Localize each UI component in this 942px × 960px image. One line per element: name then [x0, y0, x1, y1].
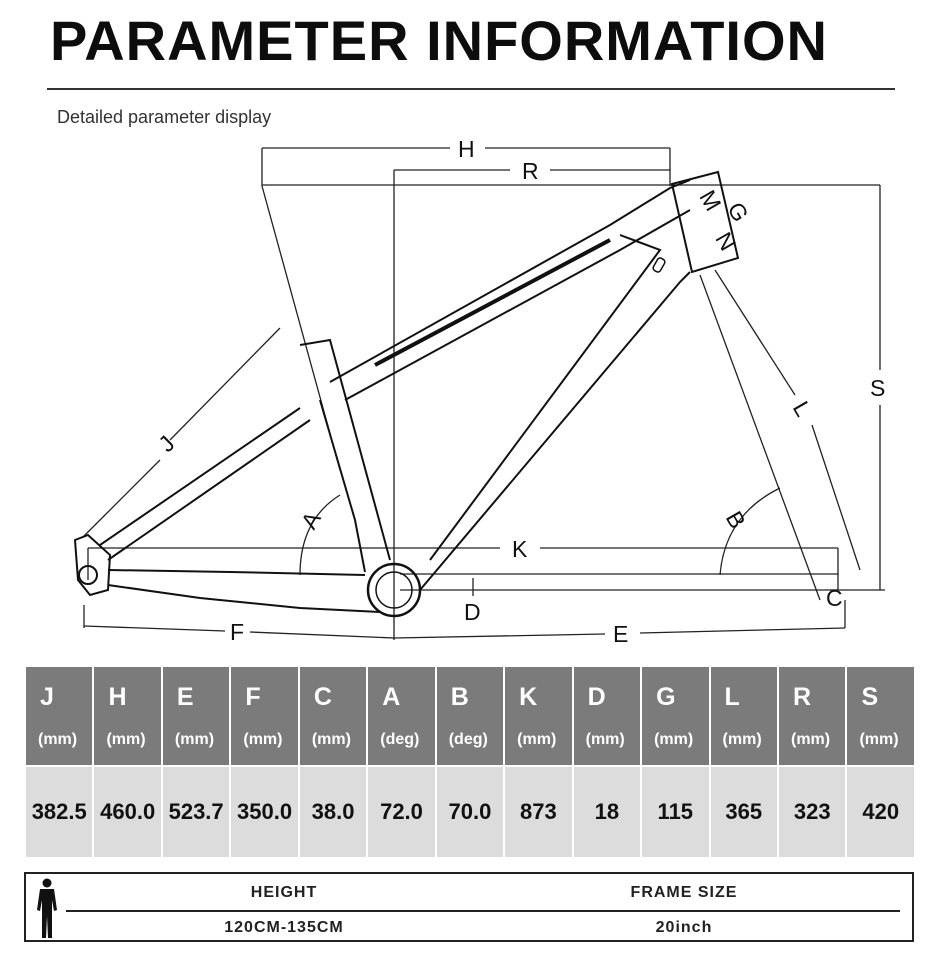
- size-divider: [66, 910, 900, 912]
- param-value-k: 873: [505, 767, 572, 857]
- param-unit: (mm): [722, 731, 762, 748]
- param-value-b: 70.0: [436, 767, 504, 857]
- dim-label-e: E: [613, 621, 628, 647]
- param-value-a: 72.0: [368, 767, 435, 857]
- parameter-value-row: 382.5 460.0 523.7 350.0 38.0 72.0 70.0 8…: [26, 767, 914, 857]
- param-header-l: L (mm): [710, 667, 777, 765]
- param-letter: K: [519, 683, 538, 711]
- param-header-c: C (mm): [299, 667, 367, 765]
- dim-label-s: S: [870, 375, 885, 401]
- param-letter: E: [176, 683, 194, 711]
- param-unit: (mm): [790, 731, 831, 748]
- param-header-a: A (deg): [368, 667, 435, 765]
- param-header-e: E (mm): [162, 667, 230, 765]
- param-value-h: 460.0: [94, 767, 161, 857]
- param-unit: (mm): [654, 731, 694, 748]
- parameter-header-row: J (mm) H (mm) E (mm) F (mm) C (mm) A (deg) B (d…: [26, 667, 914, 765]
- param-header-k: K (mm): [505, 667, 572, 765]
- param-letter: S: [861, 683, 879, 711]
- param-unit: (mm): [174, 731, 215, 748]
- dim-label-b: B: [721, 507, 751, 533]
- param-value-f: 350.0: [231, 767, 298, 857]
- param-unit: (mm): [106, 731, 146, 748]
- title-divider: [47, 88, 895, 90]
- param-letter: A: [382, 683, 401, 711]
- dim-label-h: H: [458, 136, 475, 162]
- param-letter: L: [724, 683, 740, 711]
- param-value-c: 38.0: [299, 767, 367, 857]
- height-header: HEIGHT: [250, 884, 318, 901]
- param-header-r: R (mm): [778, 667, 846, 765]
- page-subtitle: Detailed parameter display: [57, 107, 272, 127]
- param-unit: (deg): [448, 731, 488, 748]
- param-unit: (mm): [311, 731, 351, 748]
- param-unit: (mm): [859, 731, 899, 748]
- param-value-e: 523.7: [162, 767, 230, 857]
- param-header-d: D (mm): [573, 667, 641, 765]
- dim-label-g: G: [722, 198, 753, 226]
- param-letter: R: [792, 683, 812, 711]
- param-unit: (mm): [517, 731, 557, 748]
- page-title: PARAMETER INFORMATION: [50, 9, 828, 72]
- param-value-l: 365: [710, 767, 777, 857]
- param-header-f: F (mm): [231, 667, 298, 765]
- param-letter: D: [587, 683, 606, 711]
- param-value-j: 382.5: [26, 767, 93, 857]
- param-letter: C: [313, 683, 332, 711]
- frame-size-header: FRAME SIZE: [630, 884, 738, 901]
- param-header-s: S (mm): [847, 667, 914, 765]
- param-header-j: J (mm): [26, 667, 93, 765]
- dim-label-c: C: [826, 585, 843, 611]
- param-letter: J: [40, 683, 54, 711]
- person-silhouette-icon: [37, 878, 57, 938]
- param-header-b: B (deg): [436, 667, 504, 765]
- param-letter: G: [656, 683, 676, 711]
- dim-label-d: D: [464, 599, 481, 625]
- dim-label-r: R: [522, 158, 539, 184]
- dim-label-k: K: [512, 536, 528, 562]
- param-value-r: 323: [778, 767, 846, 857]
- dim-label-f: F: [230, 619, 244, 645]
- param-unit: (deg): [380, 731, 420, 748]
- param-header-g: G (mm): [642, 667, 709, 765]
- param-header-h: H (mm): [94, 667, 161, 765]
- frame-geometry-diagram: H R M G N S L J A B K C D F E: [73, 136, 885, 647]
- height-value: 120CM-135CM: [224, 919, 344, 936]
- param-value-d: 18: [573, 767, 641, 857]
- param-letter: F: [245, 683, 261, 711]
- param-value-s: 420: [847, 767, 914, 857]
- param-unit: (mm): [38, 731, 78, 748]
- param-letter: B: [450, 683, 469, 711]
- param-value-g: 115: [642, 767, 709, 857]
- dim-label-l: L: [788, 397, 817, 421]
- parameter-table: J (mm) H (mm) E (mm) F (mm) C (mm) A (deg) B (d…: [24, 667, 916, 857]
- param-unit: (mm): [243, 731, 283, 748]
- param-letter: H: [108, 683, 127, 711]
- size-chart: HEIGHT FRAME SIZE 120CM-135CM 20inch: [24, 872, 914, 942]
- frame-size-value: 20inch: [655, 919, 713, 936]
- param-unit: (mm): [585, 731, 625, 748]
